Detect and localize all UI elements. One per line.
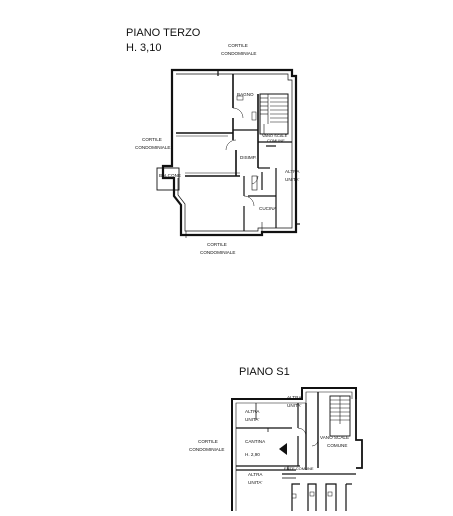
floor3-label-altra-1: ALTRA <box>285 169 300 174</box>
floor3-label-cucina: CUCINA <box>259 206 278 211</box>
floorS1-labels: ALTRA UNITA' ALTRA UNITA' CORTILE CONDOM… <box>189 395 349 485</box>
floor3-inner-wall <box>176 73 293 232</box>
floorS1-plan <box>231 387 363 511</box>
floorS1-label-altra-a-2: UNITA' <box>287 403 301 408</box>
floor3-label-vano-scale-2: COMUNE <box>267 138 285 143</box>
floorS1-label-altra-c-1: ALTRA <box>248 472 263 477</box>
floorS1-label-altra-a-1: ALTRA <box>287 395 302 400</box>
floorS1-label-ente-comune: ENTE COMUNE <box>284 466 314 471</box>
floor3-label-cortile-left-1: CORTILE <box>142 137 162 142</box>
floor3-labels: CORTILE CONDOMINIALE BAGNO VANO SCALE CO… <box>135 43 300 255</box>
floor3-stair-treads <box>260 94 288 134</box>
floor3-label-vano-scale-1: VANO SCALE <box>262 133 288 138</box>
floor3-outer-wall <box>161 68 298 237</box>
floor3-label-cortile-bottom-1: CORTILE <box>207 242 227 247</box>
floor3-title: PIANO TERZO <box>126 27 201 39</box>
floorS1-outer-wall <box>231 387 357 511</box>
floor3-balcony <box>156 167 180 191</box>
floor3-label-cortile-bottom-2: CONDOMINIALE <box>200 250 235 255</box>
floorS1-label-altra-c-2: UNITA' <box>248 480 262 485</box>
floorS1-label-cantina-height: H. 2,90 <box>245 452 260 457</box>
floorS1-label-cortile-2: CONDOMINIALE <box>189 447 224 452</box>
floorS1-label-vano-scale-2: COMUNE <box>327 443 347 448</box>
floorS1-label-cortile-1: CORTILE <box>198 439 218 444</box>
floorS1-label-altra-b-2: UNITA' <box>245 417 259 422</box>
floor3-label-cortile-top-1: CORTILE <box>228 43 248 48</box>
floor3-label-disimp: DISIMP. <box>240 155 257 160</box>
floor3-label-bagno: BAGNO <box>237 92 254 97</box>
floor3-label-cortile-top-2: CONDOMINIALE <box>221 51 256 56</box>
floorS1-stair-treads <box>330 396 350 424</box>
floorS1-label-altra-b-1: ALTRA <box>245 409 260 414</box>
floor3-plan <box>156 68 300 238</box>
floor3-label-altra-2: UNITA' <box>285 177 299 182</box>
floor3-label-cortile-left-2: CONDOMINIALE <box>135 145 170 150</box>
floorS1-label-cantina: CANTINA <box>245 439 266 444</box>
floorS1-title: PIANO S1 <box>239 366 290 378</box>
floor3-label-balcone: BALCONE <box>159 173 181 178</box>
floorS1-entry-arrow <box>279 443 287 455</box>
floor3-height: H. 3,10 <box>126 42 161 54</box>
floorS1-label-vano-scale-1: VANO SCALE <box>320 435 349 440</box>
